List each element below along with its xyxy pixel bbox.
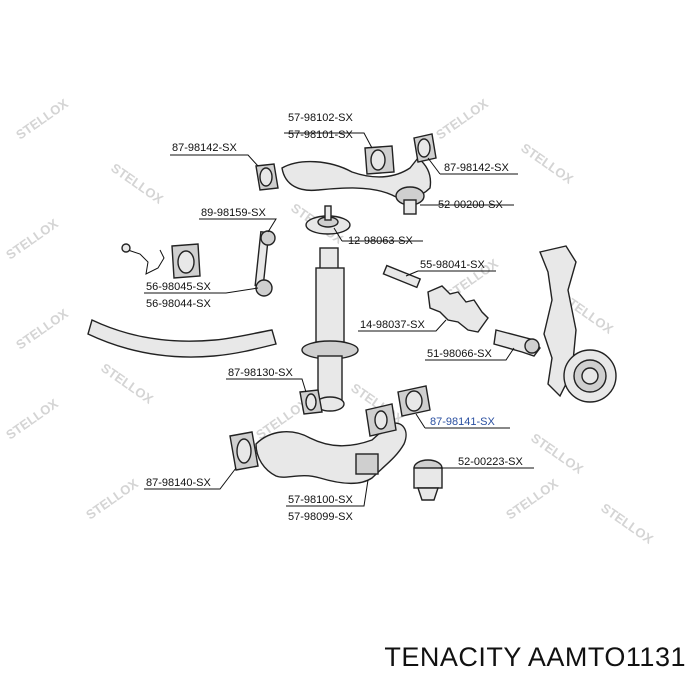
label-87-98140-sx: 87-98140-SX [146, 477, 211, 489]
watermark: STELLOX [108, 160, 166, 207]
watermark: STELLOX [528, 430, 586, 477]
lower-arm-bushing-hole [374, 410, 388, 430]
lower-arm-strut-bracket [355, 453, 379, 475]
bushing-hole [417, 138, 431, 158]
leader-line [405, 270, 496, 277]
label-89-98159-sx: 89-98159-SX [201, 207, 266, 219]
leader-line [144, 467, 237, 490]
lower-ball-joint-body [413, 467, 443, 489]
shock-body [315, 267, 345, 343]
stabilizer-bushing-hole [177, 250, 195, 274]
watermark: STELLOX [503, 476, 561, 523]
bushing-hole [305, 393, 317, 411]
label-14-98037-sx: 14-98037-SX [360, 319, 425, 331]
stabilizer-link-lower-ball [255, 279, 273, 297]
upper-arm-bushing-hole [370, 149, 386, 171]
label-87-98130-sx: 87-98130-SX [228, 367, 293, 379]
leader-lines [144, 132, 534, 507]
label-56-98044-sx: 56-98044-SX [146, 298, 211, 310]
footer: TENACITY AAMTO1131 [0, 640, 700, 700]
shock-top-rod [319, 247, 339, 271]
steering-knuckle [539, 245, 577, 398]
watermark: STELLOX [598, 500, 656, 547]
stabilizer-link-upper-ball [260, 230, 276, 246]
suspension-exploded-diagram: STELLOX STELLOX STELLOX STELLOX STELLOX … [3, 96, 656, 547]
watermark: STELLOX [433, 96, 491, 143]
label-52-00200-sx: 52-00200-SX [438, 199, 503, 211]
upper-control-arm [281, 157, 432, 200]
leader-line [284, 132, 373, 149]
leader-line [425, 347, 515, 361]
leader-line [226, 378, 307, 393]
label-57-98099-sx: 57-98099-SX [288, 511, 353, 523]
leader-line [199, 218, 277, 233]
bushing-hole [259, 167, 273, 187]
label-52-00223-sx: 52-00223-SX [458, 456, 523, 468]
upper-ball-joint-stud [403, 199, 417, 215]
lower-ball-joint-stud [417, 487, 439, 501]
leader-line [286, 479, 369, 507]
stabilizer-bracket [121, 247, 165, 275]
shock-lower-body [317, 355, 343, 401]
watermark: STELLOX [13, 96, 71, 143]
part-number-caption: TENACITY AAMTO1131 [384, 642, 686, 672]
wheel-hub-bore [581, 367, 599, 385]
label-55-98041-sx: 55-98041-SX [420, 259, 485, 271]
label-51-98066-sx: 51-98066-SX [427, 348, 492, 360]
watermark: STELLOX [3, 216, 61, 263]
leader-line [427, 157, 518, 175]
bushing-87-98141-hole [405, 390, 423, 412]
bracket-bolt [121, 243, 131, 253]
leader-line [358, 319, 447, 332]
leader-line [333, 227, 423, 242]
label-87-98142-sx-right: 87-98142-SX [444, 162, 509, 174]
strut-mount-stud [324, 205, 332, 221]
label-57-98102-sx: 57-98102-SX [288, 112, 353, 124]
leader-line [415, 413, 510, 429]
watermark: STELLOX [98, 360, 156, 407]
label-57-98101-sx: 57-98101-SX [288, 129, 353, 141]
leader-line [170, 154, 259, 167]
bushing-hole [236, 438, 252, 464]
watermark: STELLOX [3, 396, 61, 443]
label-56-98045-sx: 56-98045-SX [146, 281, 211, 293]
tie-rod-end-ball [524, 338, 540, 354]
watermark: STELLOX [13, 306, 71, 353]
stabilizer-bar [87, 319, 277, 358]
label-87-98141-sx: 87-98141-SX [430, 416, 495, 428]
inner-tie-rod [382, 264, 422, 289]
label-87-98142-sx-left: 87-98142-SX [172, 142, 237, 154]
leader-line [144, 287, 259, 294]
watermark: STELLOX [83, 476, 141, 523]
label-57-98100-sx: 57-98100-SX [288, 494, 353, 506]
watermark: STELLOX [518, 140, 576, 187]
label-12-98063-sx: 12-98063-SX [348, 235, 413, 247]
steering-rack-boot [427, 285, 489, 333]
